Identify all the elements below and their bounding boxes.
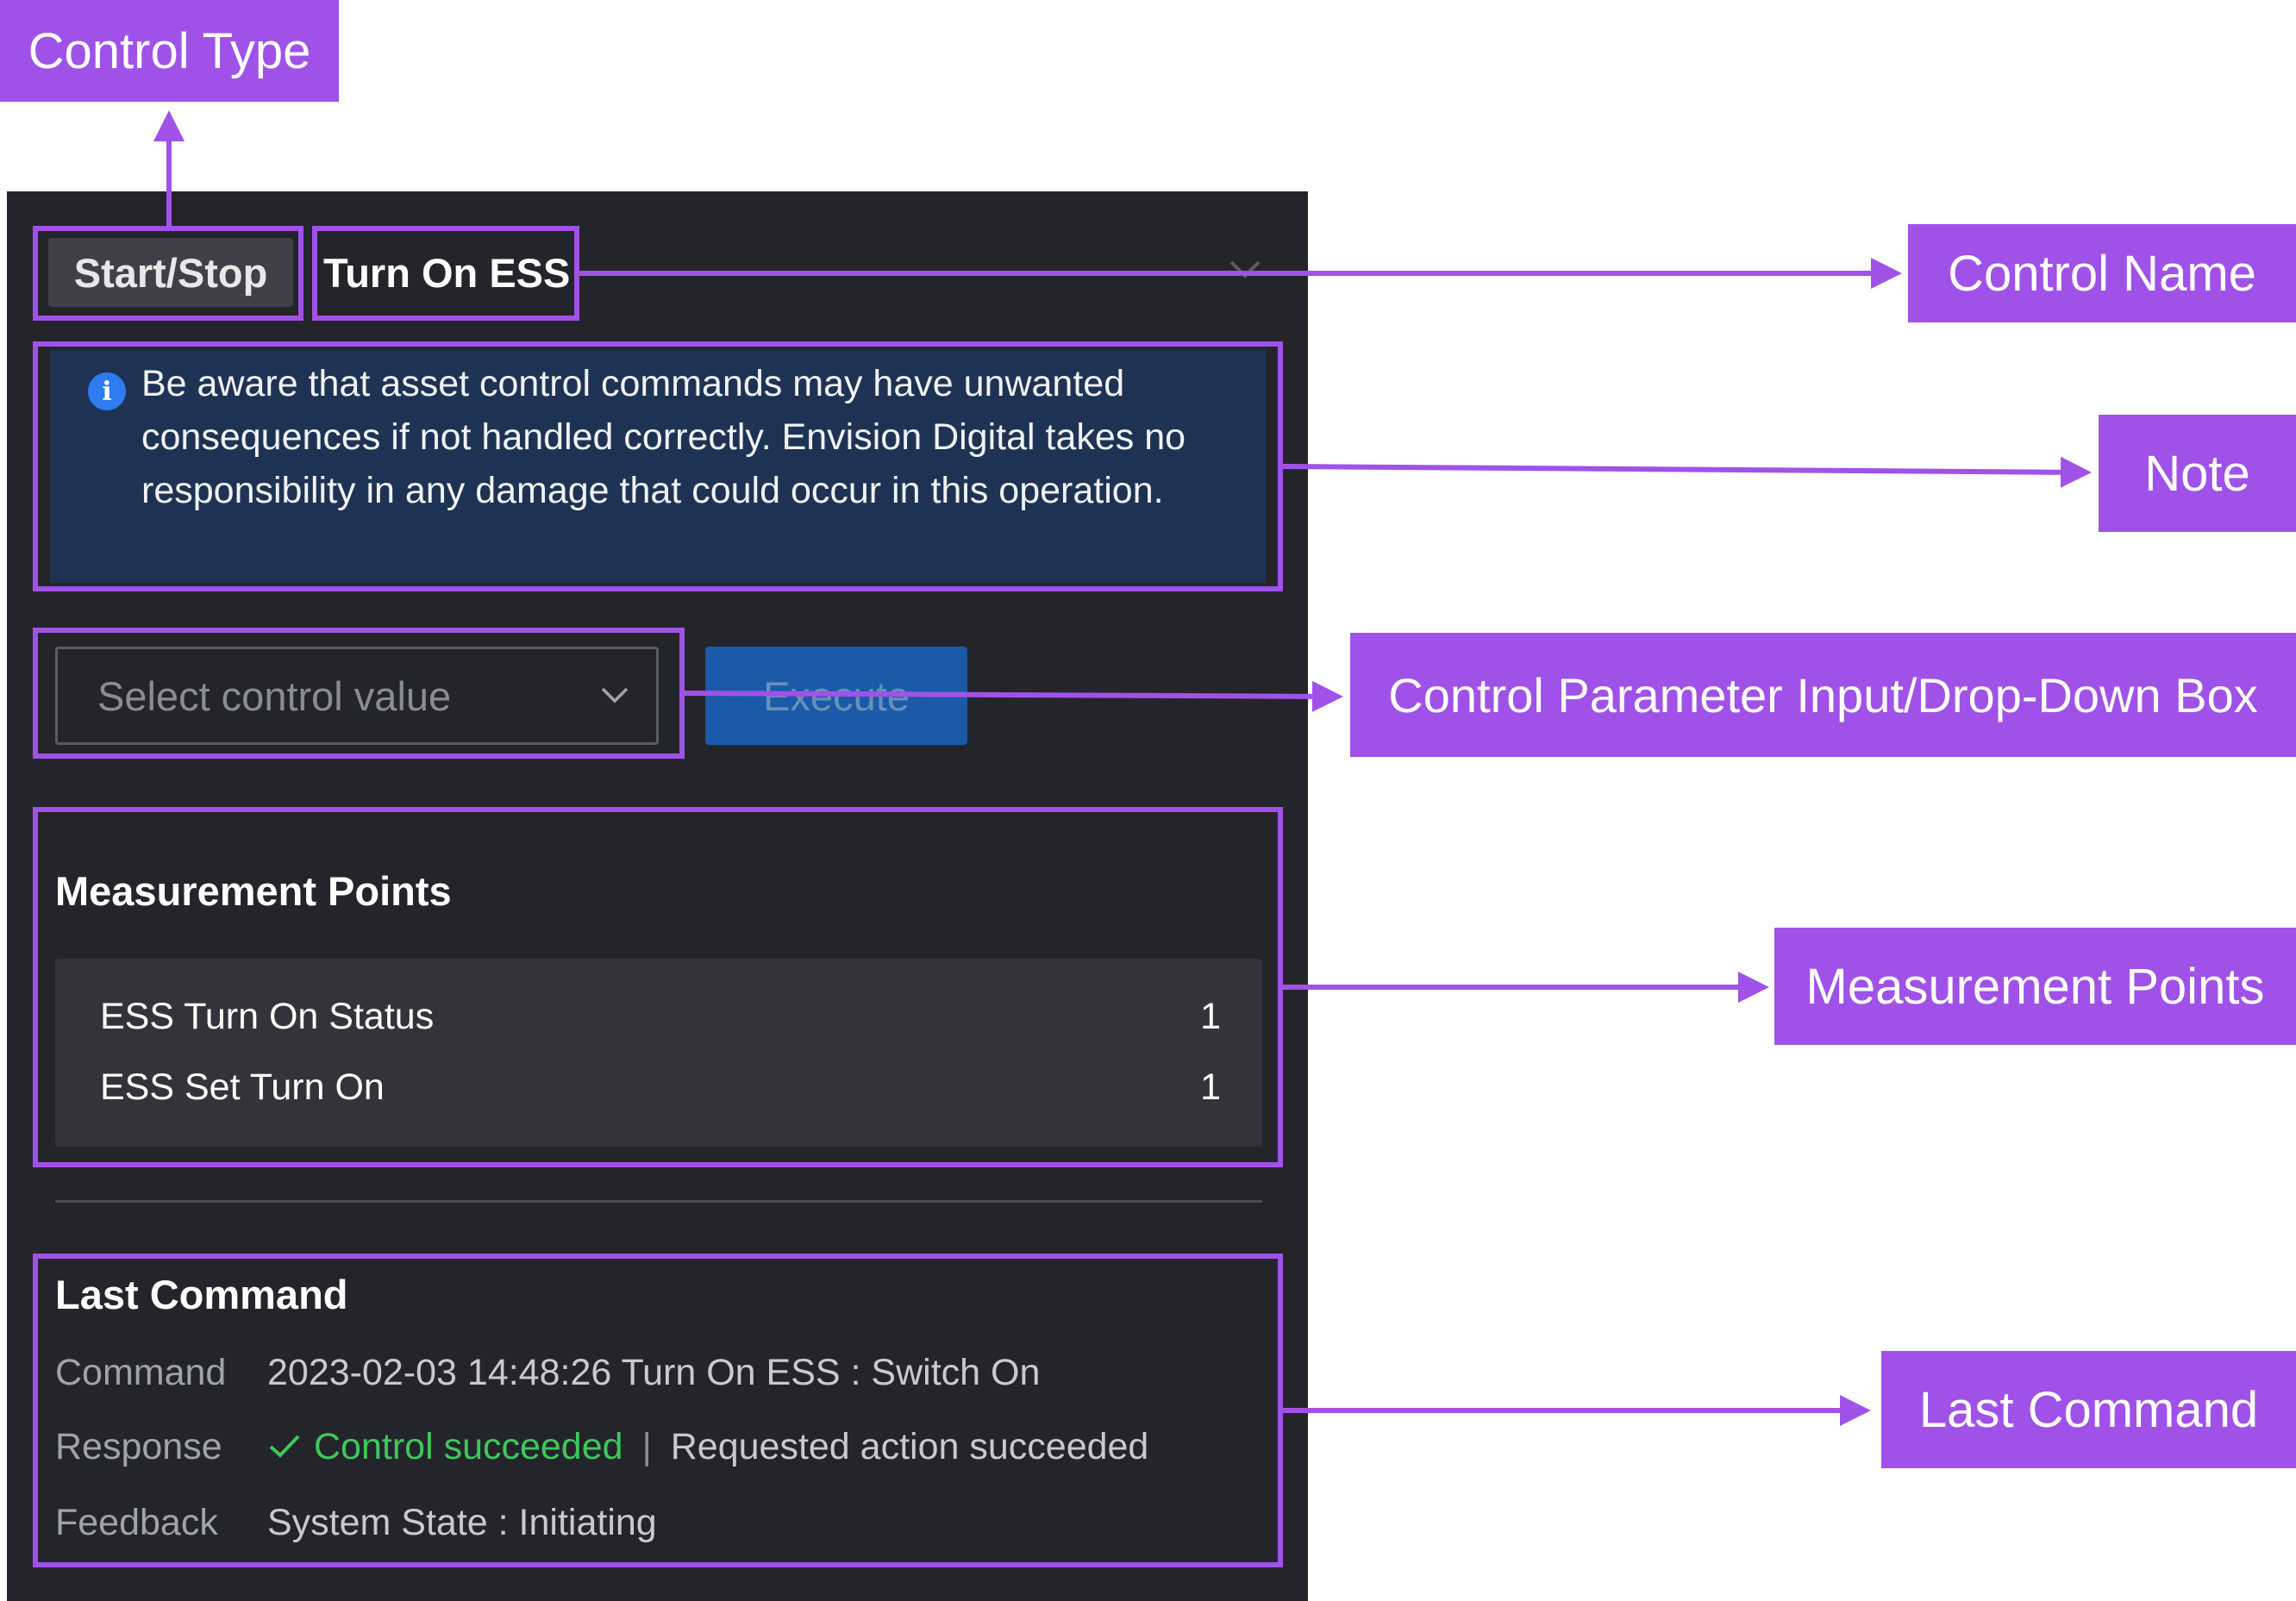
response-separator: | [641,1426,652,1467]
annotation-note: Note [2099,415,2296,532]
response-value: Control succeeded | Requested action succe… [267,1426,1148,1468]
execute-button[interactable]: Execute [705,647,967,745]
measurement-point-row: ESS Set Turn On 1 [100,1057,1221,1117]
response-status: Control succeeded [314,1426,623,1467]
chevron-down-icon [601,687,629,704]
collapse-chevron-icon[interactable] [1224,248,1266,290]
control-type-tag: Start/Stop [48,238,293,307]
measurement-point-value: 1 [1200,1066,1221,1108]
annotation-measurement-points: Measurement Points [1774,928,2296,1045]
feedback-value: System State : Initiating [267,1502,657,1543]
measurement-point-row: ESS Turn On Status 1 [100,986,1221,1047]
measurement-point-name: ESS Turn On Status [100,995,435,1037]
info-icon: i [88,372,126,410]
check-icon [269,1435,300,1458]
response-label: Response [55,1426,222,1467]
annotation-last-command: Last Command [1881,1351,2296,1468]
response-detail: Requested action succeeded [670,1426,1149,1467]
control-value-select[interactable]: Select control value [55,647,659,745]
measurement-point-value: 1 [1200,995,1221,1037]
measurement-points-card [55,959,1262,1147]
command-value: 2023-02-03 14:48:26 Turn On ESS : Switch… [267,1352,1041,1393]
arrow-note [1282,456,2092,488]
feedback-label: Feedback [55,1502,218,1543]
divider [55,1200,1262,1203]
annotation-control-param: Control Parameter Input/Drop-Down Box [1350,633,2296,757]
select-placeholder: Select control value [97,672,452,719]
annotation-control-name: Control Name [1908,224,2296,322]
last-command-title: Last Command [55,1272,348,1317]
note-text: Be aware that asset control commands may… [141,363,1186,511]
control-name: Turn On ESS [323,249,571,296]
command-label: Command [55,1352,227,1393]
measurement-point-name: ESS Set Turn On [100,1066,385,1108]
annotation-control-type: Control Type [0,0,339,102]
warning-note [50,350,1266,583]
measurement-points-title: Measurement Points [55,868,452,914]
